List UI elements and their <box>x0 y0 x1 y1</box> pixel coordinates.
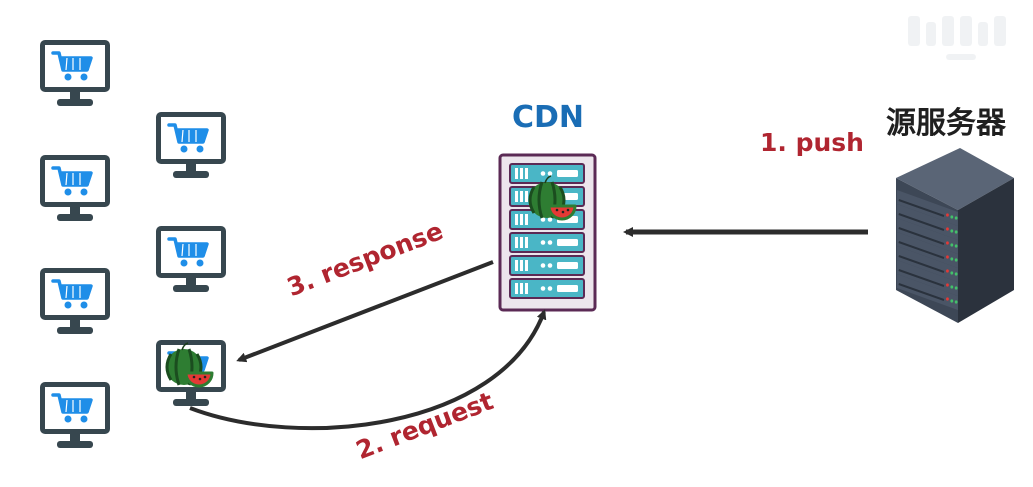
client-monitor-3 <box>38 266 112 336</box>
bilibili-watermark-logo <box>908 16 1006 60</box>
client-monitor-2 <box>38 153 112 223</box>
origin-server-title: 源服务器 <box>886 106 1006 141</box>
cdn-server-icon <box>498 153 597 312</box>
request-arrow <box>189 309 547 431</box>
origin-server-icon <box>896 148 1014 323</box>
push-step-label: 1. push <box>760 128 864 157</box>
client-monitor-6 <box>154 224 228 294</box>
response-arrow <box>236 260 494 363</box>
client-monitor-5 <box>154 110 228 180</box>
cdn-title: CDN <box>512 100 585 135</box>
client-monitor-4 <box>38 380 112 450</box>
client-monitor-1 <box>38 38 112 108</box>
